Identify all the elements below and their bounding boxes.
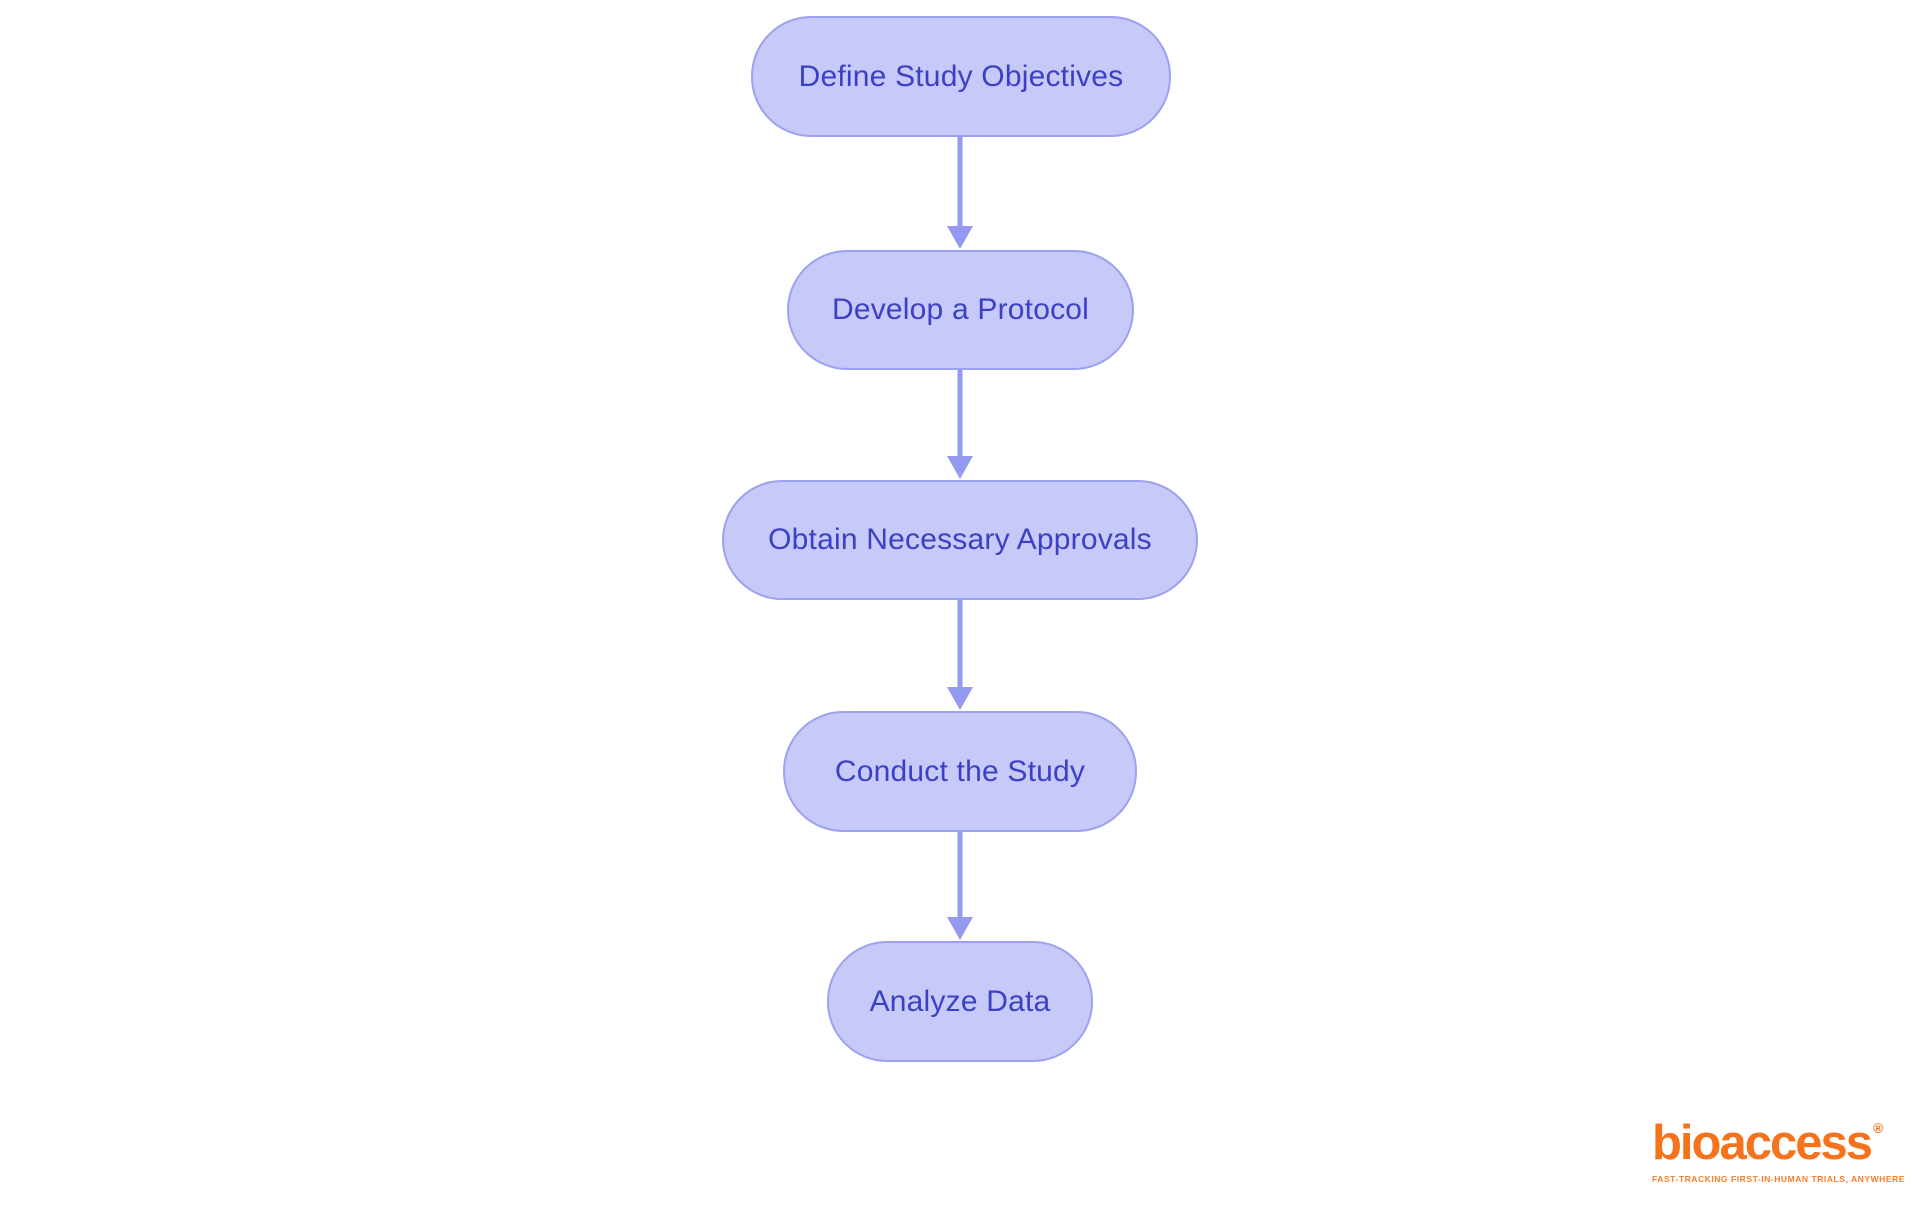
flow-node-develop-a-protocol: Develop a Protocol [787,250,1134,370]
registered-trademark-icon: ® [1873,1120,1884,1136]
flow-node-label: Conduct the Study [834,754,1086,788]
bioaccess-logo: bioaccess® FAST-TRACKING FIRST-IN-HUMAN … [1652,1119,1905,1185]
bioaccess-logo-brand-text: bioaccess [1652,1116,1873,1170]
flow-node-obtain-necessary-approvals: Obtain Necessary Approvals [722,480,1198,600]
flow-node-conduct-the-study: Conduct the Study [783,711,1137,832]
flow-arrow-down-1 [947,137,973,249]
flow-node-label: Analyze Data [869,984,1051,1018]
bioaccess-logo-wordmark: bioaccess® [1652,1119,1905,1168]
flow-node-label: Obtain Necessary Approvals [768,523,1152,556]
flow-node-label: Develop a Protocol [831,293,1090,326]
flow-node-analyze-data: Analyze Data [827,941,1093,1062]
flow-node-define-study-objectives: Define Study Objectives [751,16,1171,137]
flow-arrow-down-2 [947,370,973,479]
flow-arrow-down-3 [947,600,973,710]
bioaccess-logo-tagline: FAST-TRACKING FIRST-IN-HUMAN TRIALS, ANY… [1652,1174,1905,1184]
flow-arrow-down-4 [947,832,973,940]
flow-node-label: Define Study Objectives [798,59,1124,93]
